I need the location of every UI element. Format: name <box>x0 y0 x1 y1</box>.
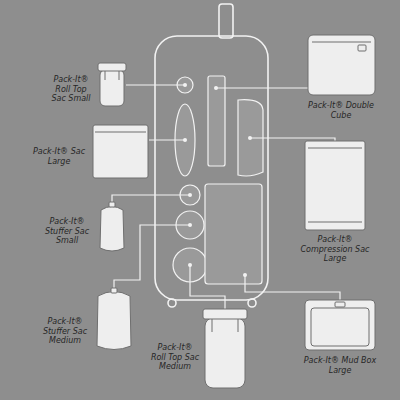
product-name: Pack-It® Sac Large <box>32 147 86 166</box>
product-name: Pack-It® Stuffer Sac Medium <box>38 317 92 346</box>
product-name: Pack-It® Roll Top Sac Small <box>48 75 94 104</box>
product-name: Pack-It® Double Cube <box>304 101 378 120</box>
packed-items <box>173 76 263 284</box>
product-label: Pack-It® Stuffer Sac Small <box>38 216 96 249</box>
product-name: Pack-It® Compression Sac Large <box>300 235 370 264</box>
product-label: Pack-It® Mud Box Large <box>300 355 380 379</box>
product-label: Pack-It® Roll Top Sac Medium <box>148 342 202 375</box>
product-label: Pack-It® Compression Sac Large <box>298 234 372 267</box>
product-label: Pack-It® Sac Large <box>30 146 88 170</box>
product-name: Pack-It® Roll Top Sac Medium <box>150 343 200 372</box>
product-name: Pack-It® Stuffer Sac Small <box>40 217 94 246</box>
product-label: Pack-It® Stuffer Sac Medium <box>36 316 94 349</box>
product-label: Pack-It® Double Cube <box>302 100 380 124</box>
product-name: Pack-It® Mud Box Large <box>302 356 378 375</box>
leader-dots <box>183 83 252 277</box>
product-label: Pack-It® Roll Top Sac Small <box>46 74 96 107</box>
products <box>93 35 375 388</box>
suitcase <box>155 4 268 307</box>
